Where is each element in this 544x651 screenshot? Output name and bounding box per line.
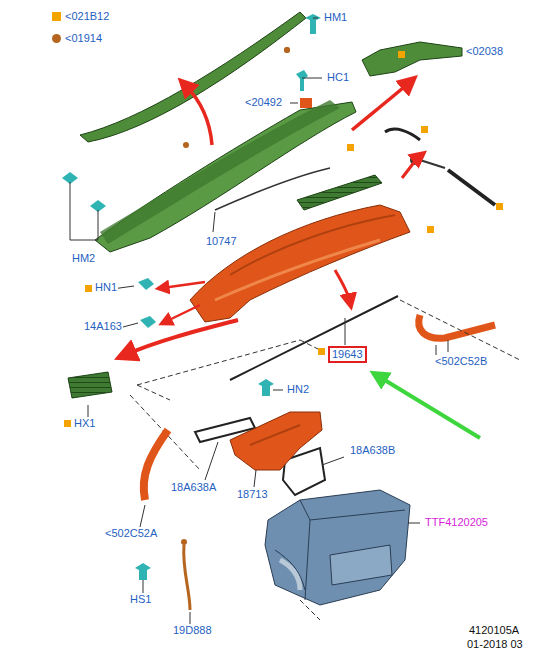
figure-code: 01-2018 03 [466, 638, 524, 651]
callout-label: HX1 [73, 417, 96, 430]
callout-label: 14A163 [83, 320, 123, 333]
callout-label: 18A638B [349, 444, 396, 457]
callout-label: <502C52A [104, 527, 158, 540]
figure-code: 4120105A [468, 624, 520, 637]
callout-label: HN1 [94, 281, 118, 294]
callout-label: <502C52B [434, 355, 488, 368]
legend-row: <01914 [52, 32, 102, 45]
callout-label: 19D888 [172, 624, 213, 637]
callout-label: HC1 [326, 71, 350, 84]
callout-label: 18713 [236, 488, 269, 501]
highlighted-callout: 19643 [328, 346, 367, 363]
part-reference: TTF4120205 [424, 516, 489, 529]
legend-row: <021B12 [52, 10, 109, 23]
legend-text: <01914 [65, 32, 102, 45]
callout-label: HM1 [323, 11, 348, 24]
legend-swatch [52, 34, 61, 43]
legend-text: <021B12 [65, 10, 109, 23]
callout-number: 19643 [332, 348, 363, 360]
callout-label: 10747 [205, 235, 238, 248]
callout-label: <20492 [244, 96, 283, 109]
callout-label: 18A638A [170, 481, 217, 494]
callout-label: HS1 [129, 593, 152, 606]
callout-label: <02038 [465, 45, 504, 58]
callout-label: HN2 [286, 383, 310, 396]
callout-label: HM2 [71, 252, 96, 265]
legend-swatch [52, 12, 61, 21]
